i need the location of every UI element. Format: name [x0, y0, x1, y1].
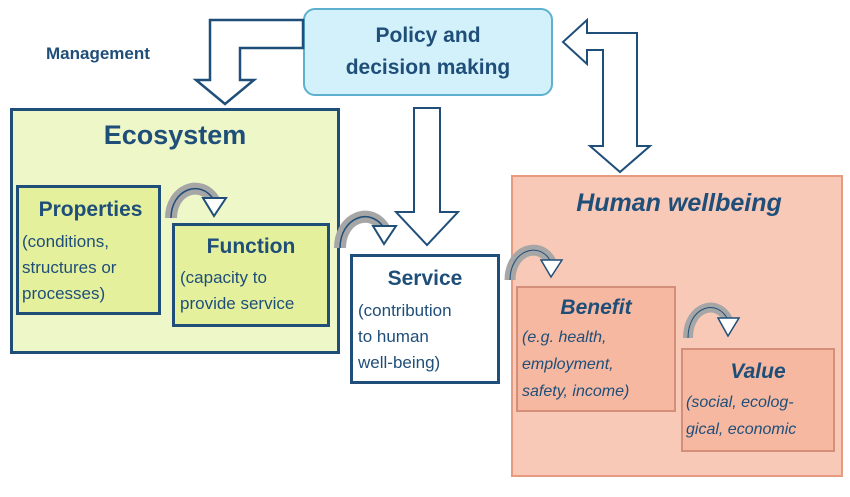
value-line-2: gical, economic: [686, 421, 797, 438]
benefit-line-1: (e.g. health,: [522, 329, 607, 346]
service-line-1: (contribution: [358, 301, 452, 320]
policy-box: [303, 8, 553, 96]
management-arrow-icon: [192, 18, 305, 106]
properties-line-3: processes): [22, 284, 106, 303]
service-to-benefit-arrow-icon: [504, 244, 564, 281]
policy-line-2: decision making: [345, 56, 511, 79]
value-box: [681, 348, 835, 452]
value-title: Value: [730, 360, 786, 383]
function-line-2: provide service: [180, 294, 295, 313]
benefit-title: Benefit: [560, 296, 632, 319]
human-wellbeing-title: Human wellbeing: [576, 189, 782, 217]
service-title: Service: [387, 267, 463, 290]
function-box: [172, 223, 330, 327]
management-label: Management: [46, 44, 150, 63]
function-title: Function: [206, 235, 296, 258]
human-to-policy-arrow-icon: [561, 17, 653, 174]
policy-to-service-arrow-icon: [393, 107, 461, 247]
benefit-line-2: employment,: [522, 356, 614, 373]
function-line-1: (capacity to: [180, 268, 267, 287]
policy-line-1: Policy and: [375, 24, 481, 47]
benefit-box: [516, 286, 676, 412]
value-line-1: (social, ecolog-: [686, 394, 794, 411]
properties-box: [16, 185, 161, 315]
properties-to-function-arrow-icon: [165, 182, 228, 219]
benefit-to-value-arrow-icon: [683, 302, 741, 339]
properties-line-2: structures or: [22, 258, 117, 277]
properties-title: Properties: [38, 198, 143, 221]
ecosystem-title: Ecosystem: [103, 120, 247, 150]
service-line-2: to human: [358, 327, 429, 346]
function-to-service-arrow-icon: [334, 210, 398, 249]
service-box: [350, 254, 500, 384]
benefit-line-3: safety, income): [522, 383, 630, 400]
properties-line-1: (conditions,: [22, 232, 109, 251]
service-line-3: well-being): [358, 353, 441, 372]
